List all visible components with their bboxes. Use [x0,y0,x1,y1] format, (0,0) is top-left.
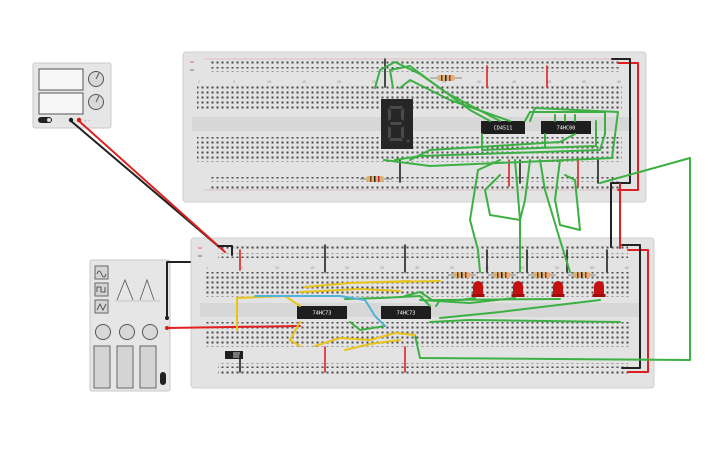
led-4[interactable] [592,281,606,297]
column-number: 60 [625,266,629,270]
waveform-preview [116,278,134,301]
sine-button [94,265,109,280]
column-number: 50 [555,266,559,270]
chip-74hc73-left[interactable]: 74HC73 [297,306,347,319]
resistor-upper-1[interactable] [430,75,462,81]
led-1[interactable] [471,281,485,297]
svg-text:+ −: + − [84,119,91,123]
wire-green-e[interactable] [394,111,606,161]
wire-green-h[interactable] [469,159,501,273]
column-number: 5 [241,266,243,270]
column-number: 1 [198,80,200,84]
wire-green-j[interactable] [554,159,581,231]
column-number: 35 [450,266,454,270]
chip-74hc73-right[interactable]: 74HC73 [381,306,431,319]
segment-digit [388,106,410,143]
chip-74hc00[interactable]: 74HC00 [541,121,591,134]
column-number: 20 [345,266,349,270]
column-number: 45 [512,80,516,84]
wire-lower-rail-right-red[interactable] [627,249,649,373]
column-number: 50 [547,80,551,84]
column-number: 15 [302,80,306,84]
column-number: 10 [267,80,271,84]
square-button [94,282,109,297]
wire-green-k[interactable] [539,159,571,273]
wire-green-c[interactable] [399,79,511,122]
slide-switch[interactable] [225,351,243,359]
chip-74hc73-right-label: 74HC73 [397,311,416,317]
resistor-upper-2[interactable] [360,176,392,182]
wire-green-l[interactable] [514,159,521,273]
wire-green-b[interactable] [389,65,501,122]
column-number: 30 [415,266,419,270]
wire-supply-negative-rail[interactable] [217,245,233,256]
wire-supply-positive[interactable] [78,120,226,253]
voltage-display [38,68,84,91]
range-button-1 [93,345,111,389]
column-number: 55 [590,266,594,270]
amplitude-knob [119,324,135,340]
column-number: 55 [582,80,586,84]
wire-green-i[interactable] [484,159,531,221]
wire-generator-ground[interactable] [166,261,191,319]
seven-segment-display[interactable]: 8 [381,99,413,149]
current-display [38,92,84,115]
column-number: 1 [206,266,208,270]
chip-cd4511-label: CD4511 [494,126,513,132]
led-3[interactable] [551,281,565,297]
column-number: 40 [477,80,481,84]
wire-cyan[interactable] [254,295,386,327]
wire-upper-rail-right-black[interactable] [611,58,631,184]
column-number: 20 [337,80,341,84]
column-number: 10 [275,266,279,270]
column-number: 5 [233,80,235,84]
wire-green-m[interactable] [414,157,691,361]
resistor-led-1[interactable] [448,272,476,278]
offset-knob [142,324,158,340]
generator-power-switch [160,372,166,385]
wire-green-f[interactable] [383,107,619,167]
wire-green-g[interactable] [481,120,597,151]
resistor-led-4[interactable] [568,272,596,278]
column-number: 60 [617,80,621,84]
wire-lower-rail-right-black[interactable] [621,244,641,369]
column-number: 35 [442,80,446,84]
wire-upper-rail-right-red[interactable] [617,62,639,191]
wire-generator-output[interactable] [166,325,301,329]
column-number: 45 [520,266,524,270]
power-supply[interactable]: + − [32,62,112,129]
resistor-led-2[interactable] [488,272,516,278]
chip-cd4511[interactable]: CD4511 [481,121,525,134]
range-button-2 [116,345,134,389]
column-number: 15 [310,266,314,270]
chip-74hc00-label: 74HC00 [557,126,576,132]
led-2[interactable] [511,281,525,297]
wire-supply-negative[interactable] [70,120,219,247]
frequency-knob [95,324,111,340]
range-button-3 [139,345,157,389]
column-number: 25 [380,266,384,270]
resistor-led-3[interactable] [528,272,556,278]
function-generator[interactable] [89,259,171,392]
chip-74hc73-left-label: 74HC73 [313,311,332,317]
column-number: 25 [372,80,376,84]
